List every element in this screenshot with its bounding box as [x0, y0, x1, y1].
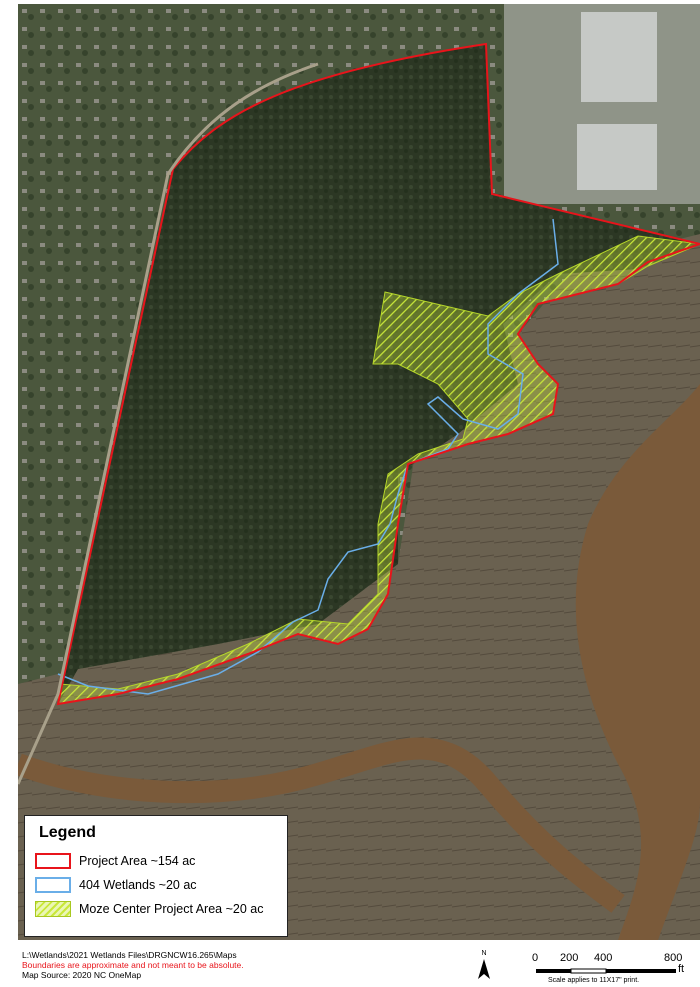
scale-tick: 400: [594, 952, 613, 964]
legend-title: Legend: [39, 824, 96, 841]
file-path-text: L:\Wetlands\2021 Wetlands Files\DRGNCW16…: [22, 950, 237, 960]
legend-item-moze-center: Moze Center Project Area ~20 ac: [35, 897, 277, 921]
river: [575, 384, 700, 940]
warehouse-building: [577, 124, 657, 190]
legend-item-project-area: Project Area ~154 ac: [35, 849, 277, 873]
scale-tick: 200: [560, 952, 579, 964]
north-label: N: [481, 950, 487, 957]
scale-tick: 0: [532, 952, 539, 964]
map-source-text: Map Source: 2020 NC OneMap: [22, 970, 142, 980]
scale-tick: 800: [664, 952, 683, 964]
map-canvas: [18, 4, 700, 940]
warehouse-building: [581, 12, 657, 102]
legend-item-404-wetlands: 404 Wetlands ~20 ac: [35, 873, 277, 897]
scale-bar: 0 200 400 800 ft Scale applies to 11X17"…: [528, 952, 698, 986]
scale-unit: ft: [678, 963, 685, 975]
forest-area: [58, 44, 700, 704]
project-area-swatch: [35, 853, 71, 869]
legend-item-label: Project Area ~154 ac: [79, 854, 196, 868]
wetlands-swatch: [35, 877, 71, 893]
project-area-boundary: [56, 42, 700, 706]
disclaimer-text: Boundaries are approximate and not meant…: [22, 960, 244, 970]
legend-item-label: 404 Wetlands ~20 ac: [79, 878, 197, 892]
aerial-map[interactable]: [18, 4, 700, 940]
north-arrow: N: [474, 950, 494, 984]
scale-bar-graphic: [536, 968, 676, 974]
north-arrow-icon: [478, 959, 490, 979]
scale-note: Scale applies to 11X17" print.: [548, 977, 640, 984]
road: [18, 62, 319, 785]
legend-item-label: Moze Center Project Area ~20 ac: [79, 902, 264, 916]
moze-center-swatch: [35, 901, 71, 917]
map-legend: Legend Project Area ~154 ac 404 Wetlands…: [24, 815, 288, 937]
creek: [18, 737, 625, 913]
